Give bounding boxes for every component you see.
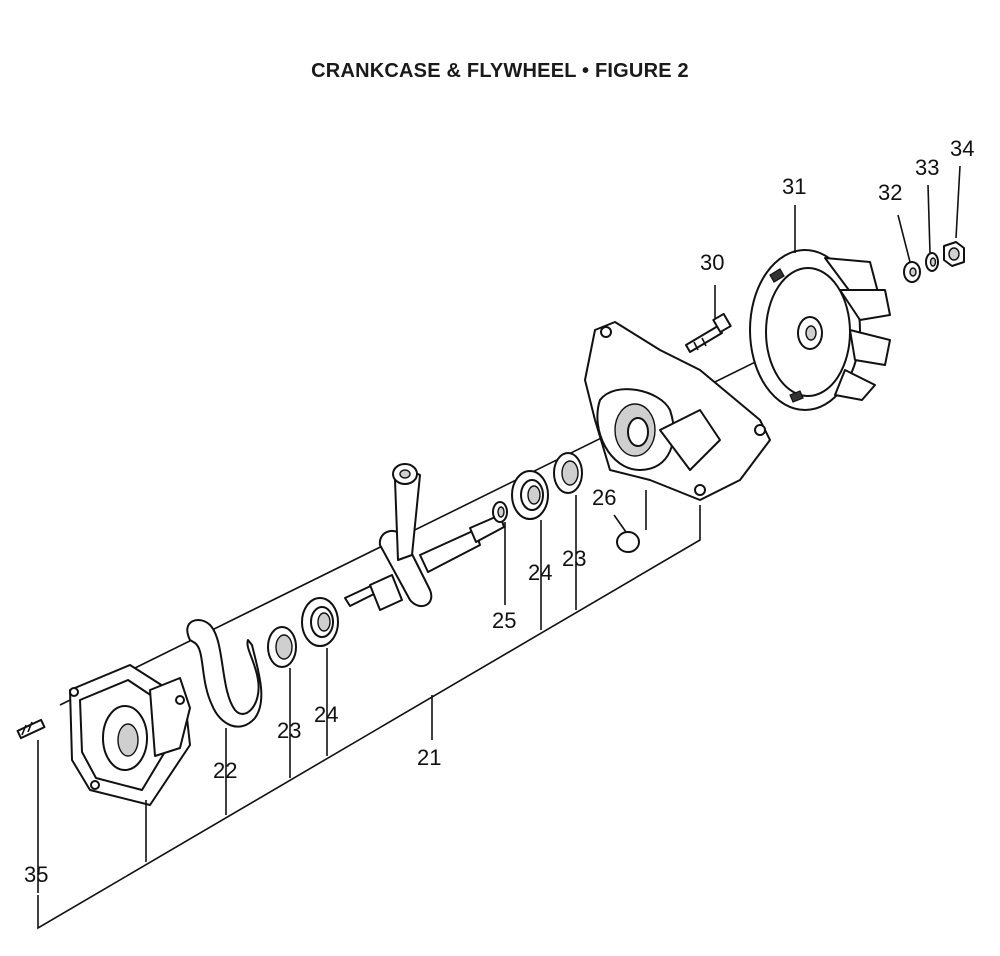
part-31-flywheel <box>749 249 891 411</box>
part-22-gasket <box>186 619 263 728</box>
figure-title: CRANKCASE & FLYWHEEL • FIGURE 2 <box>311 60 689 82</box>
part-34-nut <box>943 241 965 267</box>
part-23-seal-left <box>267 626 297 668</box>
label-23-right: 23 <box>562 546 586 571</box>
part-25-ring <box>492 501 508 523</box>
part-23-seal-right <box>553 452 583 494</box>
label-22: 22 <box>213 758 237 783</box>
part-24-bearing-left <box>301 597 339 647</box>
crankshaft-assembly <box>344 463 505 611</box>
part-33-lock-washer <box>925 252 939 272</box>
part-24-bearing-right <box>511 470 549 520</box>
label-30: 30 <box>700 250 724 275</box>
label-35: 35 <box>24 862 48 887</box>
label-34: 34 <box>950 136 974 161</box>
label-33: 33 <box>915 155 939 180</box>
part-32-washer <box>903 261 921 283</box>
part-35-stud <box>16 718 46 740</box>
crankcase-right-half <box>584 321 771 501</box>
label-23-left: 23 <box>277 718 301 743</box>
label-24-left: 24 <box>314 702 338 727</box>
part-30-bolt <box>685 312 732 353</box>
label-25: 25 <box>492 608 516 633</box>
label-31: 31 <box>782 174 806 199</box>
label-24-right: 24 <box>528 560 552 585</box>
leader-lines <box>37 165 961 930</box>
label-26: 26 <box>592 485 616 510</box>
label-32: 32 <box>878 180 902 205</box>
label-21: 21 <box>417 745 441 770</box>
part-26-plug <box>616 531 640 553</box>
crankcase-left-half <box>69 664 191 806</box>
